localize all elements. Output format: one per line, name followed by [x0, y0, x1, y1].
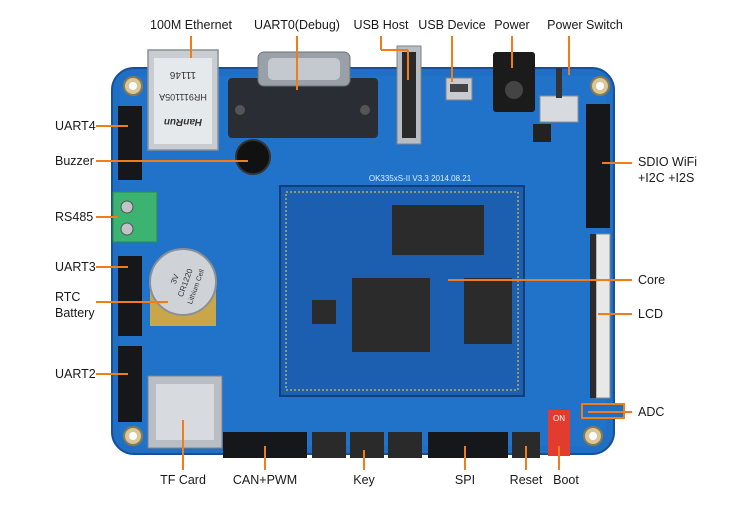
- rs485-terminal: [112, 191, 158, 243]
- rtc-battery: 3V CR1220 Lithium Cell: [149, 248, 217, 326]
- ethernet-jack-text-1: 11146: [169, 69, 196, 80]
- power-switch: [539, 68, 579, 123]
- label-adc: ADC: [638, 405, 665, 419]
- label-usb-host: USB Host: [353, 18, 409, 32]
- uart4-header: [118, 106, 142, 180]
- label-i2c-i2s: +I2C +I2S: [638, 171, 695, 185]
- label-uart2: UART2: [55, 367, 96, 381]
- label-tf-card: TF Card: [160, 473, 206, 487]
- label-core: Core: [638, 273, 666, 287]
- label-power-switch: Power Switch: [547, 18, 623, 32]
- ethernet-jack-text-2: HR911105A: [159, 92, 207, 102]
- pmic-chip: [312, 300, 336, 324]
- usb-device-port: [445, 77, 473, 101]
- uart2-header: [118, 346, 142, 422]
- battery-text-1: 3V: [169, 272, 181, 285]
- spi-header: [428, 432, 508, 458]
- label-lcd: LCD: [638, 307, 664, 321]
- label-can-pwm: CAN+PWM: [232, 473, 298, 487]
- label-100m-ethernet: 100M Ethernet: [150, 18, 232, 32]
- on-switch-text: ON: [553, 414, 565, 423]
- cpu-chip: [352, 278, 430, 352]
- label-boot: Boot: [553, 473, 579, 487]
- label-uart0-debug: UART0(Debug): [254, 18, 340, 32]
- label-buzzer: Buzzer: [55, 154, 94, 168]
- uart3-header: [118, 256, 142, 336]
- label-usb-device: USB Device: [418, 18, 486, 32]
- lcd-connector: [590, 233, 611, 399]
- usb-host-port: [396, 45, 422, 145]
- label-power: Power: [494, 18, 530, 32]
- silk-text: OK335xS-II V3.3 2014.08.21: [369, 174, 472, 183]
- tf-card-slot: [147, 375, 223, 449]
- label-spi: SPI: [454, 473, 476, 487]
- power-jack: [493, 52, 535, 112]
- sdio-header: [586, 104, 610, 228]
- label-reset: Reset: [509, 473, 543, 487]
- ethernet-jack-text-3: HanRun: [164, 116, 202, 127]
- label-uart3: UART3: [55, 260, 96, 274]
- leader-lines: [96, 36, 632, 470]
- label-rs485: RS485: [55, 210, 94, 224]
- db9-connector: [228, 51, 378, 138]
- ram-chip-1: [392, 205, 484, 255]
- core-module: OK335xS-II V3.3 2014.08.21: [279, 174, 525, 397]
- label-rtc: RTC: [55, 290, 81, 304]
- label-battery: Battery: [55, 306, 95, 320]
- ram-chip-2: [464, 278, 512, 344]
- boot-dip-switch: ON: [548, 410, 570, 456]
- ethernet-jack: 11146 HR911105A HanRun: [147, 49, 219, 151]
- label-sdio-wifi: SDIO WiFi: [638, 155, 698, 169]
- key-buttons: [312, 432, 422, 458]
- buzzer: [235, 139, 271, 175]
- label-uart4: UART4: [55, 119, 96, 133]
- label-key: Key: [353, 473, 375, 487]
